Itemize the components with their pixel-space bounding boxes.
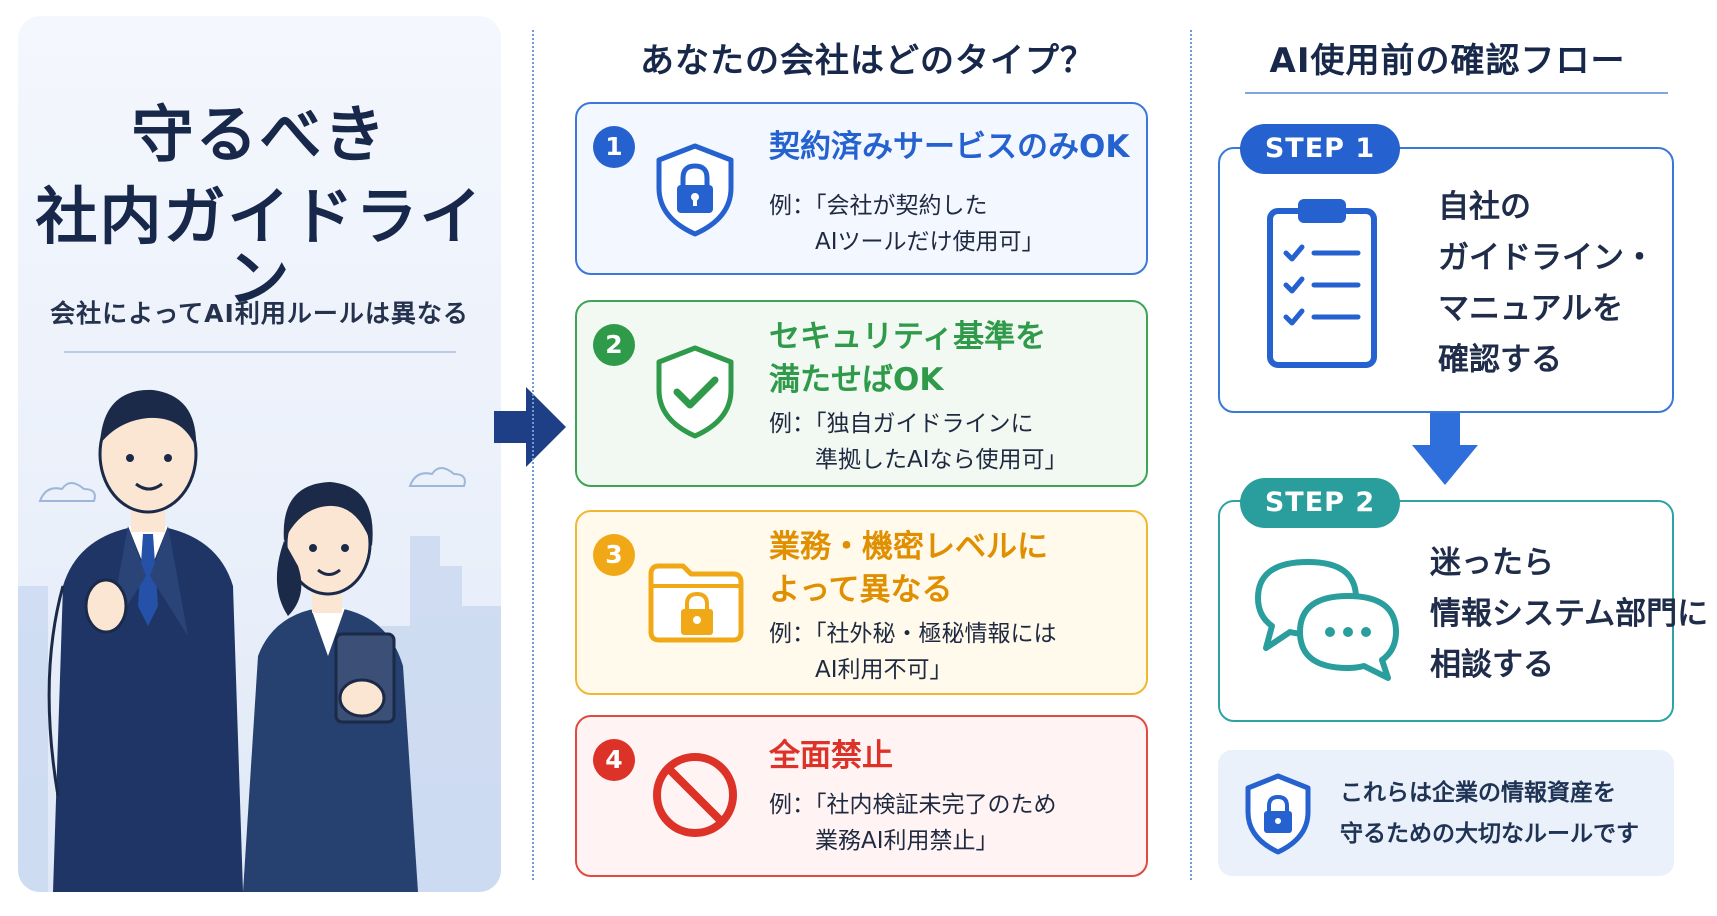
example-line: AIツールだけ使用可」: [815, 229, 1045, 255]
column-divider-left: [532, 30, 534, 880]
company-type-heading: あなたの会社はどのタイプ？: [640, 41, 1095, 81]
step-1-text: 自社の ガイドライン・ マニュアルを 確認する: [1438, 182, 1655, 386]
step-text-line: 確認する: [1438, 342, 1562, 378]
title-line: 満たせばOK: [769, 362, 944, 398]
type-card-full-ban: 4 全面禁止 例：「社内検証未完了のため 業務AI利用禁止」: [575, 715, 1148, 877]
type-card-security-standard: 2 セキュリティ基準を 満たせばOK 例：「独自ガイドラインに 準拠したAIなら…: [575, 300, 1148, 487]
note-line: これらは企業の情報資産を: [1340, 780, 1616, 806]
arrow-down-icon: [1412, 413, 1478, 485]
type-card-title: 全面禁止: [769, 738, 893, 774]
type-card-contracted-only: 1 契約済みサービスのみOK 例：「会社が契約した AIツールだけ使用可」: [575, 102, 1148, 275]
type-number-badge: 4: [593, 739, 635, 781]
example-line: 準拠したAIなら使用可」: [815, 447, 1068, 473]
locked-folder-icon: [648, 563, 744, 643]
type-card-title: 業務・機密レベルに よって異なる: [769, 526, 1048, 612]
step-text-line: 情報システム部門に: [1430, 596, 1709, 632]
type-card-example: 例：「会社が契約した AIツールだけ使用可」: [769, 188, 1045, 260]
step-text-line: 自社の: [1438, 189, 1531, 225]
guideline-hero-panel: 守るべき 社内ガイドライン 会社によってAI利用ルールは異なる: [18, 16, 501, 892]
step-text-line: 迷ったら: [1430, 545, 1554, 581]
example-line: AI利用不可」: [815, 657, 953, 683]
step-text-line: マニュアルを: [1438, 291, 1624, 327]
type-number-badge: 2: [593, 324, 635, 366]
check-shield-icon: [656, 345, 734, 439]
hero-title-line2: 社内ガイドライン: [35, 180, 484, 315]
prohibited-icon: [653, 753, 737, 837]
type-number-badge: 3: [593, 534, 635, 576]
business-people-illustration: [18, 389, 501, 892]
type-card-example: 例：「独自ガイドラインに 準拠したAIなら使用可」: [769, 406, 1068, 478]
column-divider-right: [1190, 30, 1192, 880]
step-2-label: STEP 2: [1240, 478, 1400, 528]
hero-subtitle: 会社によってAI利用ルールは異なる: [50, 299, 469, 328]
check-flow-heading: AI使用前の確認フロー: [1269, 41, 1626, 81]
title-line: 業務・機密レベルに: [769, 529, 1048, 565]
example-line: 例：「社外秘・極秘情報には: [769, 621, 1057, 647]
step-text-line: 相談する: [1430, 647, 1554, 683]
title-line: よって異なる: [769, 572, 953, 608]
type-card-title: 契約済みサービスのみOK: [769, 129, 1130, 165]
note-line: 守るための大切なルールです: [1340, 821, 1639, 847]
step-1-label: STEP 1: [1240, 124, 1400, 174]
type-card-example: 例：「社内検証未完了のため 業務AI利用禁止」: [769, 787, 1057, 859]
title-line: セキュリティ基準を: [769, 319, 1047, 355]
info-asset-note-text: これらは企業の情報資産を 守るための大切なルールです: [1340, 773, 1639, 855]
check-flow-underline: [1245, 92, 1668, 94]
example-line: 例：「社内検証未完了のため: [769, 792, 1057, 818]
example-line: 例：「独自ガイドラインに: [769, 411, 1034, 437]
type-card-confidentiality-level: 3 業務・機密レベルに よって異なる 例：「社外秘・極秘情報には AI利用不可」: [575, 510, 1148, 695]
lock-shield-icon: [1245, 773, 1311, 855]
step-text-line: ガイドライン・: [1438, 240, 1655, 276]
hero-divider: [64, 351, 456, 353]
type-card-title: セキュリティ基準を 満たせばOK: [769, 316, 1046, 402]
step-2-text: 迷ったら 情報システム部門に 相談する: [1430, 538, 1708, 691]
lock-shield-icon: [656, 143, 734, 237]
type-card-example: 例：「社外秘・極秘情報には AI利用不可」: [769, 616, 1057, 688]
example-line: 例：「会社が契約した: [769, 193, 988, 219]
example-line: 業務AI利用禁止」: [815, 828, 999, 854]
hero-title-line1: 守るべき: [131, 98, 388, 171]
arrow-right-icon: [494, 387, 566, 467]
type-number-badge: 1: [593, 126, 635, 168]
clipboard-checklist-icon: [1267, 199, 1377, 368]
chat-bubbles-icon: [1255, 559, 1399, 681]
